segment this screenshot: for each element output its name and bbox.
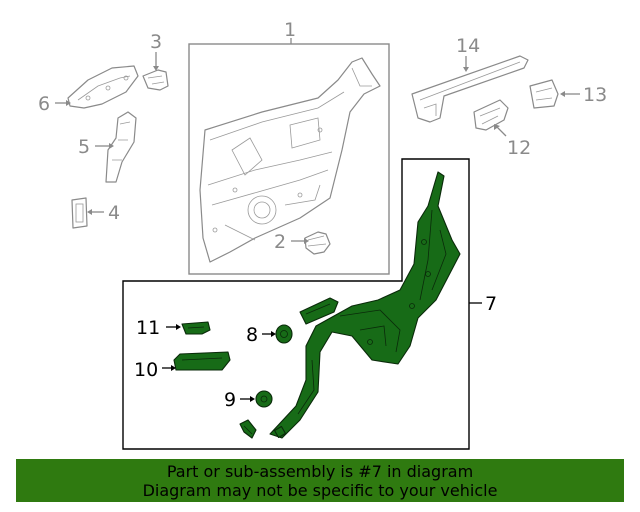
part-9-fastener[interactable] <box>255 390 273 408</box>
part-7-bolt[interactable] <box>239 419 257 439</box>
callout-12[interactable]: 12 <box>507 137 531 159</box>
callout-10[interactable]: 10 <box>134 359 158 381</box>
part-1-quarter-inner-panel[interactable] <box>199 57 381 263</box>
part-6-reinforcement[interactable] <box>67 65 139 109</box>
part-14-rail[interactable] <box>411 55 529 123</box>
footer-banner: Part or sub-assembly is #7 in diagram Di… <box>16 459 624 502</box>
callout-5[interactable]: 5 <box>78 136 90 158</box>
part-13-bracket[interactable] <box>529 79 559 109</box>
callout-6[interactable]: 6 <box>38 93 50 115</box>
part-7-group-box <box>122 158 470 450</box>
banner-line-2: Diagram may not be specific to your vehi… <box>142 481 498 500</box>
banner-line-1: Part or sub-assembly is #7 in diagram <box>166 462 474 481</box>
callout-9[interactable]: 9 <box>224 389 236 411</box>
part-4-plate[interactable] <box>71 197 88 229</box>
parts-diagram: 1 2 3 4 <box>38 19 607 450</box>
part-12-bracket[interactable] <box>473 99 509 131</box>
callout-8[interactable]: 8 <box>246 324 258 346</box>
callout-13[interactable]: 13 <box>583 84 607 106</box>
part-8-grommet[interactable] <box>275 324 293 344</box>
part-7-highlighted-assembly[interactable] <box>269 171 461 439</box>
part-1-group-box <box>188 43 390 275</box>
callout-14[interactable]: 14 <box>456 35 480 57</box>
part-3-bracket[interactable] <box>142 69 169 91</box>
callout-3[interactable]: 3 <box>150 31 162 53</box>
callout-11[interactable]: 11 <box>136 317 160 339</box>
part-10-trim[interactable] <box>173 351 231 371</box>
part-7-upper-bracket[interactable] <box>299 297 339 325</box>
part-11-clip[interactable] <box>181 321 211 335</box>
callout-7[interactable]: 7 <box>485 293 497 315</box>
callout-4[interactable]: 4 <box>108 202 120 224</box>
callout-1[interactable]: 1 <box>284 19 296 41</box>
part-2-clip[interactable] <box>304 231 331 255</box>
part-5-bracket[interactable] <box>105 111 137 183</box>
callout-2[interactable]: 2 <box>274 231 286 253</box>
